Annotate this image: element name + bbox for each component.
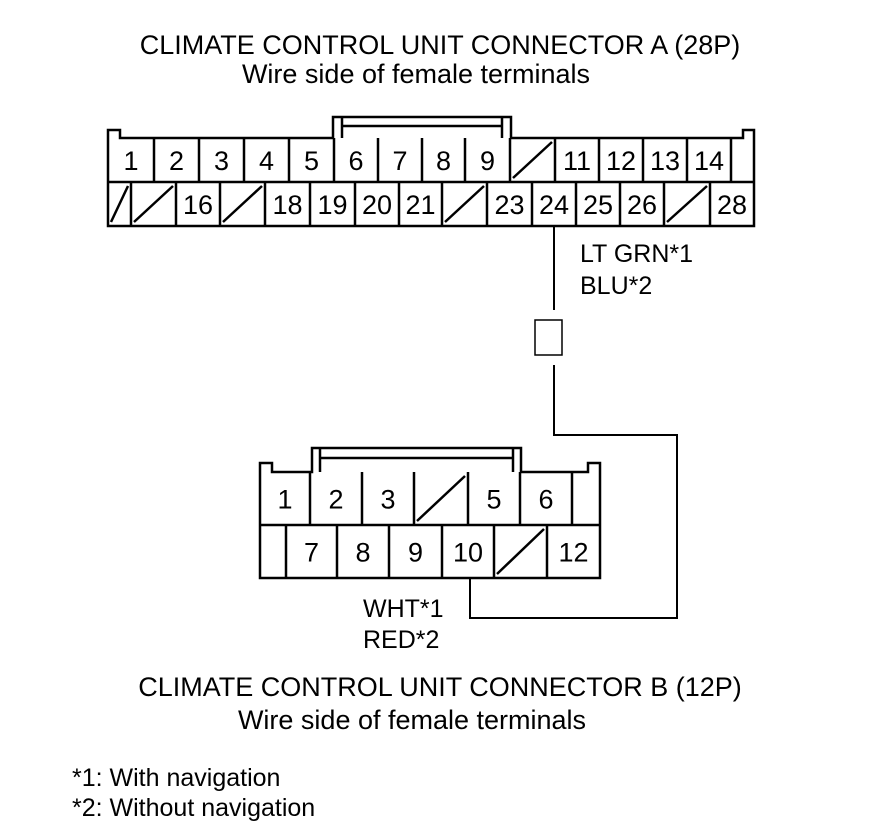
connector-a-title: CLIMATE CONTROL UNIT CONNECTOR A (28P) [140, 30, 741, 60]
connector-b [258, 446, 602, 580]
connector-a-top-terminal-5: 5 [304, 146, 319, 176]
connector-a-bottom-terminal-25: 25 [583, 190, 613, 220]
connector-a-top-empty-slot [512, 141, 553, 179]
connector-a-outline [106, 115, 756, 228]
connector-a-top-terminal-11: 11 [563, 146, 591, 176]
wire-to-b10 [469, 365, 678, 619]
connector-a-top-terminal-1: 1 [123, 146, 138, 176]
connector-b-top-terminal-1: 1 [277, 485, 292, 515]
connector-a-top-terminal-13: 13 [650, 146, 680, 176]
connector-a-bottom-terminal-26: 26 [627, 190, 657, 220]
connector-a-subtitle: Wire side of female terminals [242, 59, 590, 89]
connector-a-top-terminal-12: 12 [606, 146, 636, 176]
connector-b-bottom-dividers [284, 525, 549, 578]
connector-a-top-terminal-3: 3 [214, 146, 229, 176]
connector-a-top-terminal-4: 4 [259, 146, 274, 176]
connector-b-bottom-labels: 7 8 9 10 12 [304, 538, 589, 568]
connector-b-bottom-empty-slot [496, 528, 545, 575]
connector-b-title: CLIMATE CONTROL UNIT CONNECTOR B (12P) [138, 672, 742, 702]
connector-a-bottom-labels: 16 18 19 20 21 23 24 25 26 28 [183, 190, 747, 220]
connector-a-bottom-terminal-16: 16 [183, 190, 213, 220]
wire-b-color-1: WHT*1 [363, 595, 444, 623]
connector-a-bottom-terminal-19: 19 [317, 190, 347, 220]
connector-a-empty-slots [109, 141, 708, 223]
footnote-1: *1: With navigation [72, 764, 280, 792]
connector-a-top-terminal-14: 14 [694, 146, 724, 176]
connector-b-bottom-terminal-8: 8 [355, 538, 370, 568]
wire-b-color-2: RED*2 [363, 626, 439, 654]
connector-a-bottom-empty-slot [222, 185, 263, 223]
connector-a-bottom-terminal-28: 28 [717, 190, 747, 220]
connector-b-bottom-terminal-9: 9 [408, 538, 423, 568]
connector-a-bottom-terminal-20: 20 [362, 190, 392, 220]
connector-b-top-empty-slot [416, 475, 466, 522]
connector-a-top-terminal-7: 7 [392, 146, 407, 176]
connector-b-outline [258, 446, 602, 580]
connector-a-top-terminal-2: 2 [169, 146, 184, 176]
wire-harness [469, 226, 678, 619]
connector-b-top-dividers [308, 472, 574, 525]
connector-b-bottom-terminal-7: 7 [304, 538, 319, 568]
connector-a-top-terminal-8: 8 [436, 146, 451, 176]
connector-b-empty-slots [416, 475, 545, 575]
connector-b-top-terminal-5: 5 [486, 485, 501, 515]
connector-a-top-terminal-6: 6 [348, 146, 363, 176]
connector-b-top-labels: 1 2 3 5 6 [277, 485, 553, 515]
connector-a-bottom-terminal-23: 23 [494, 190, 524, 220]
wire-splice-box [534, 319, 563, 356]
connector-a-bottom-dividers [129, 182, 712, 226]
connector-a-bottom-terminal-24: 24 [539, 190, 569, 220]
connector-b-top-terminal-6: 6 [538, 485, 553, 515]
connector-a-bottom-empty-slot [444, 185, 485, 223]
connector-a-top-terminal-9: 9 [480, 146, 495, 176]
connector-b-subtitle: Wire side of female terminals [238, 705, 586, 735]
connector-b-bottom-terminal-12: 12 [558, 538, 588, 568]
connector-a-bottom-empty-slot [109, 185, 130, 223]
connector-a-bottom-empty-slot [666, 185, 708, 223]
connector-a-bottom-terminal-21: 21 [405, 190, 435, 220]
connector-b-top-terminal-3: 3 [380, 485, 395, 515]
connector-b-bottom-terminal-10: 10 [453, 538, 483, 568]
connector-a [106, 115, 756, 228]
connector-a-top-dividers [152, 138, 733, 182]
wire-a-color-1: LT GRN*1 [580, 240, 693, 268]
wire-a-color-2: BLU*2 [580, 272, 652, 300]
connector-a-bottom-empty-slot [133, 185, 174, 223]
connector-b-top-terminal-2: 2 [328, 485, 343, 515]
footnote-2: *2: Without navigation [72, 794, 315, 822]
connector-a-bottom-terminal-18: 18 [272, 190, 302, 220]
